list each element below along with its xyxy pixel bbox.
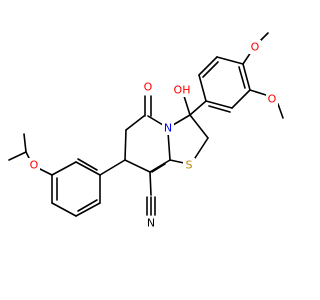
carbonyl-oxygen-text: O: [144, 81, 153, 94]
bond-c3-c2: [189, 114, 209, 139]
bond-ring1-e-inner: [77, 199, 98, 212]
bond-ring2-e: [198, 56, 218, 76]
bond-c8-cn: [149, 171, 152, 196]
atom-labels: O N OH S N O O O: [28, 40, 278, 230]
bond-c7-aryl: [99, 159, 126, 176]
ring-nitrogen-label: N: [162, 121, 174, 135]
bond-ring1-a-inner: [77, 158, 98, 171]
ring-nitrogen-text: N: [164, 122, 172, 135]
bond-c3-aryl2: [189, 100, 207, 116]
bond-c5-c6: [125, 115, 145, 131]
methoxy-oxygen-upper-text: O: [251, 41, 260, 54]
methoxy-oxygen-lower-label: O: [266, 92, 278, 106]
bond-aryl2-o-lower: [249, 89, 267, 96]
bond-n-c3: [172, 114, 191, 126]
bond-ring2-a-inner: [208, 105, 231, 113]
bond-s-c8a: [169, 159, 185, 164]
bond-aryl-o-ether: [37, 167, 53, 176]
hydroxyl-label: OH: [171, 83, 193, 97]
bond-c8a-c8: [149, 159, 171, 173]
bond-ring2-f: [198, 74, 207, 102]
bond-ring1-a: [75, 161, 101, 176]
ether-oxygen-text: O: [30, 159, 39, 172]
bond-c3-oh: [183, 95, 191, 116]
ring-sulfur-text: S: [186, 159, 193, 172]
bond-ring1-e: [75, 202, 101, 217]
bond-ring2-b: [231, 89, 251, 109]
methoxy-oxygen-upper-label: O: [249, 40, 261, 54]
bond-ring2-a: [205, 100, 233, 109]
bond-n-c8a: [167, 131, 171, 161]
nitrile-nitrogen-label: N: [145, 216, 157, 230]
ether-oxygen-label: O: [28, 158, 40, 172]
bond-o-ch3-lower: [277, 103, 284, 119]
bond-ring1-d: [51, 202, 77, 217]
methoxy-oxygen-lower-text: O: [268, 93, 277, 106]
bond-c7-c6ring: [124, 129, 127, 161]
hydroxyl-text: OH: [174, 84, 191, 97]
bond-c8-c7: [124, 159, 151, 173]
molecule-structure: O N OH S N O O O: [8, 32, 284, 230]
bond-ch-ch3-a: [8, 151, 27, 161]
bond-ch-ch3-b: [23, 133, 27, 153]
bonds: [8, 32, 284, 217]
bond-ring2-e-inner: [202, 61, 219, 78]
bond-ring2-d: [216, 56, 244, 65]
bond-c8a-c8-double: [151, 163, 166, 173]
bond-c2-s: [194, 137, 209, 159]
bond-c6-n: [147, 115, 164, 126]
carbonyl-oxygen-label: O: [142, 80, 154, 94]
nitrile-nitrogen-text: N: [147, 217, 155, 230]
bond-ring2-c-inner: [238, 66, 246, 89]
ring-sulfur-label: S: [183, 158, 195, 172]
bond-ring2-c: [242, 63, 251, 91]
bond-ring1-b: [51, 161, 77, 176]
